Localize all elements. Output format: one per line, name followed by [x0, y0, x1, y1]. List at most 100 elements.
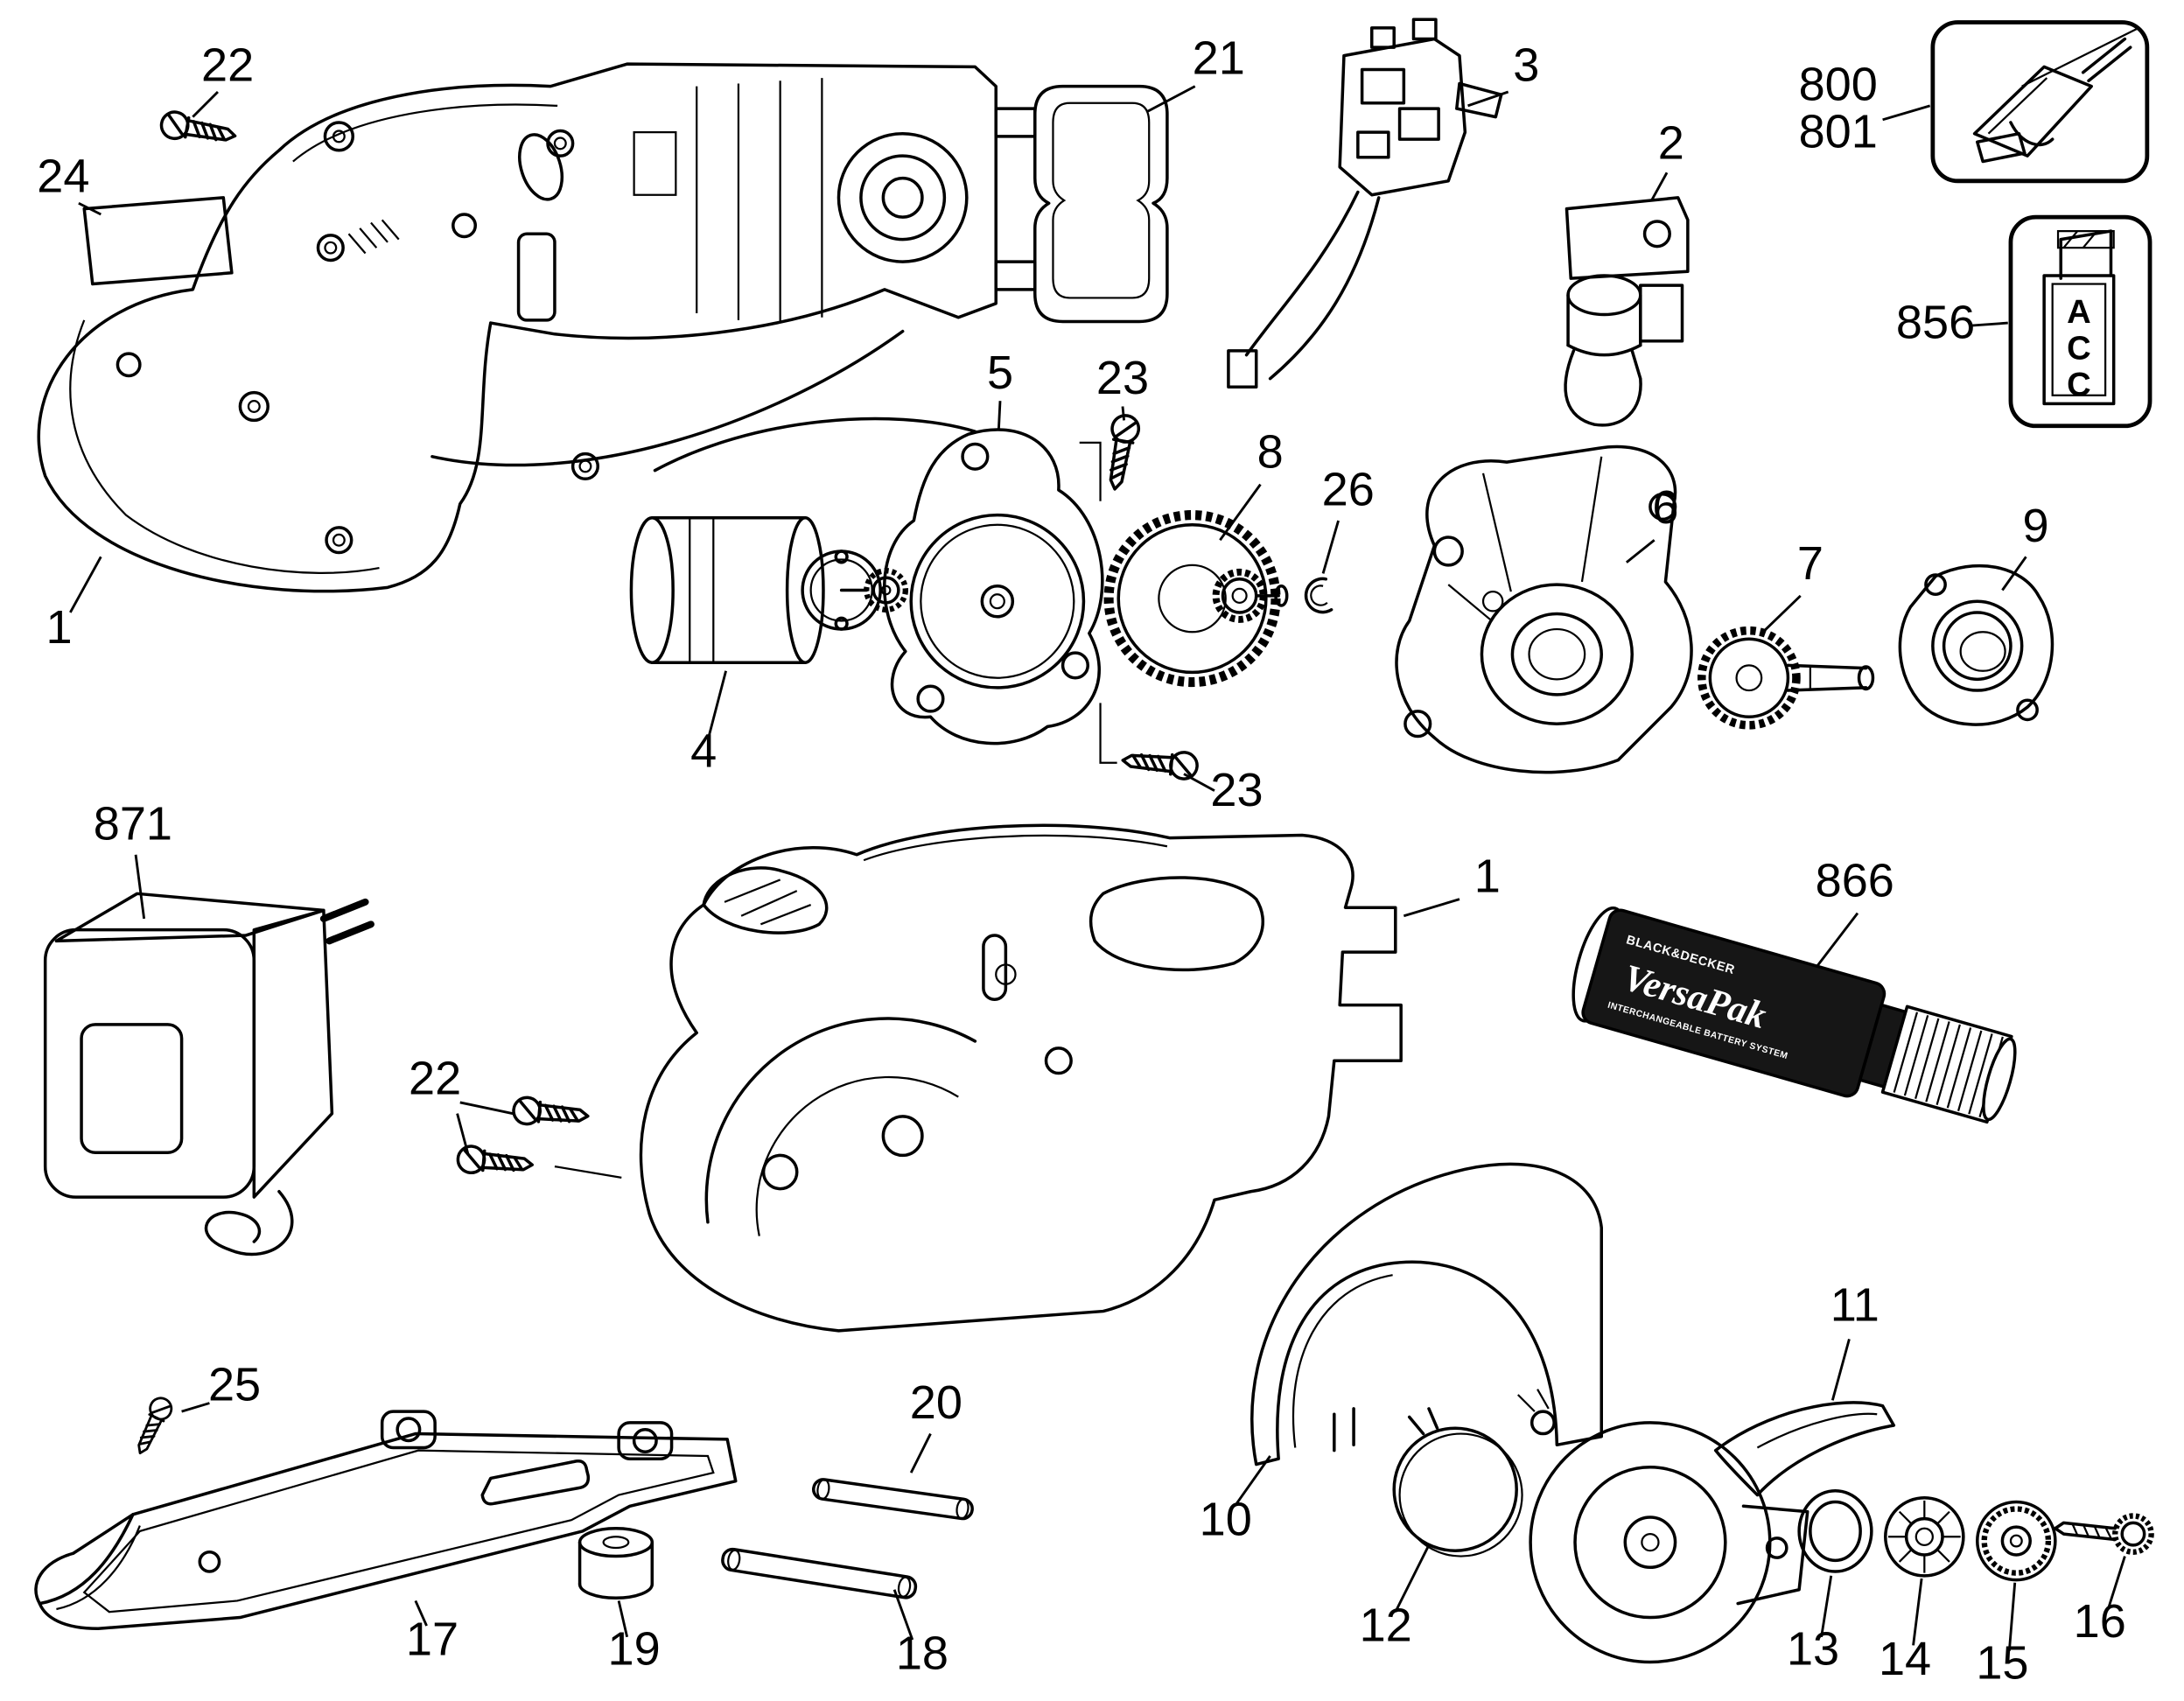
callout-screw-plate-bottom: 23 — [1183, 764, 1264, 816]
callout-washer-inner: 14 — [1879, 1578, 1931, 1685]
charger-drawing — [43, 892, 374, 1256]
callout-label: 2 — [1658, 116, 1684, 169]
callout-label: 3 — [1513, 38, 1539, 91]
callout-switch: 3 — [1467, 38, 1539, 108]
callout-label: 24 — [37, 150, 89, 203]
callout-label: 7 — [1797, 537, 1824, 590]
callout-label: 15 — [1976, 1637, 2028, 1690]
callout-bracket: 2 — [1650, 116, 1684, 201]
right-housing-drawing — [639, 823, 1403, 1333]
callout-label: 10 — [1200, 1494, 1252, 1546]
screw-icon — [510, 1095, 591, 1131]
callout-label: 14 — [1879, 1633, 1931, 1685]
callout-label: 26 — [1322, 463, 1375, 515]
callout-washer-outer: 15 — [1976, 1582, 2028, 1690]
callout-acc-insert: 856 — [1896, 297, 2008, 349]
acc-letter-2: C — [2067, 329, 2091, 367]
screw-icon — [158, 108, 239, 150]
gear-case-drawing — [1395, 444, 1693, 774]
pinion-gear-drawing — [1698, 626, 1875, 730]
acc-letter-1: A — [2067, 293, 2091, 331]
callout-label: 25 — [208, 1358, 261, 1410]
callout-screw-plate-top: 23 — [1096, 352, 1149, 421]
callout-label: 17 — [406, 1614, 458, 1666]
callout-label: 4 — [690, 725, 717, 778]
housing-screws-drawing — [455, 1095, 622, 1180]
callout-label: 23 — [1210, 764, 1263, 816]
callout-pin-upper: 20 — [910, 1376, 962, 1474]
acc-letter-3: C — [2067, 366, 2091, 403]
blade-screw-drawing — [2054, 1513, 2154, 1555]
callout-label: 800 — [1799, 59, 1878, 111]
upper-pin-drawing — [812, 1478, 974, 1521]
callout-accessory: 800 801 — [1799, 59, 1931, 158]
callout-label: 1 — [46, 601, 73, 654]
callout-clamp: 9 — [2001, 500, 2049, 592]
callout-label: 6 — [1652, 481, 1678, 534]
callout-screws-housing: 22 — [409, 1052, 514, 1156]
screw-icon — [129, 1393, 177, 1460]
motor-drawing — [629, 516, 909, 664]
left-housing-drawing — [37, 62, 998, 593]
callout-guard-lever: 11 — [1830, 1279, 1880, 1401]
base-plate-drawing — [34, 1410, 738, 1631]
callout-end-cap: 21 — [1146, 32, 1245, 113]
plate-drawing — [653, 416, 1117, 764]
callout-guard-cover: 10 — [1200, 1455, 1271, 1546]
screw-icon — [455, 1144, 536, 1180]
callout-sticker: 24 — [37, 150, 102, 216]
callout-blade-screw: 16 — [2074, 1556, 2126, 1648]
accessory-box-drawing — [1930, 20, 2150, 184]
callout-battery: 866 — [1816, 854, 1894, 967]
callout-housing-right: 1 — [1403, 850, 1501, 918]
clamp-nut-drawing — [1898, 564, 2054, 726]
ring-drawing — [1797, 1489, 1873, 1573]
callout-label: 18 — [896, 1627, 948, 1679]
callout-gear-large: 8 — [1219, 426, 1284, 542]
bracket-drawing — [1564, 196, 1690, 427]
callout-label: 8 — [1257, 426, 1284, 479]
callout-ring-spring: 12 — [1360, 1544, 1431, 1652]
callout-label: 16 — [2074, 1595, 2126, 1648]
callout-label: 856 — [1896, 297, 1975, 349]
callout-label: 23 — [1096, 352, 1149, 404]
callout-label: 11 — [1830, 1279, 1880, 1332]
callout-ring: 13 — [1787, 1575, 1839, 1676]
battery-drawing: BLACK&DECKER VersaPak INTERCHANGEABLE BA… — [1572, 906, 2017, 1124]
callout-gear-case: 6 — [1625, 481, 1678, 564]
callout-label: 19 — [608, 1623, 661, 1676]
callout-pin-lower: 18 — [892, 1589, 948, 1679]
large-gear-drawing — [1103, 510, 1289, 688]
retaining-clip-drawing — [1304, 577, 1334, 614]
callout-label: 22 — [201, 38, 254, 91]
guard-cover-drawing — [1250, 1162, 1603, 1466]
inner-washer-drawing — [1884, 1495, 1965, 1578]
lower-pin-drawing — [721, 1547, 918, 1600]
callout-base-plate: 17 — [406, 1600, 458, 1666]
sticker-drawing — [82, 196, 234, 286]
switch-drawing — [1227, 18, 1503, 389]
callout-label: 801 — [1799, 106, 1878, 158]
callout-screw-base: 25 — [181, 1358, 261, 1413]
callout-label: 20 — [910, 1376, 962, 1429]
callout-label: 9 — [2023, 500, 2049, 552]
callout-label: 5 — [987, 346, 1013, 399]
callout-label: 12 — [1360, 1600, 1412, 1652]
callout-label: 22 — [409, 1052, 461, 1104]
spring-ring-drawing — [1392, 1407, 1523, 1558]
callout-label: 21 — [1193, 32, 1245, 84]
callout-clip: 26 — [1322, 463, 1375, 574]
callout-charger: 871 — [94, 797, 172, 920]
callout-housing-left: 1 — [46, 556, 102, 654]
screw-icon — [1100, 411, 1143, 494]
end-cap-drawing — [994, 84, 1169, 324]
callout-screw-top-left: 22 — [192, 38, 254, 118]
outer-washer-drawing — [1976, 1500, 2057, 1582]
callout-plate: 5 — [987, 346, 1013, 430]
guard-lever-drawing — [1517, 1389, 1896, 1664]
callout-pinion: 7 — [1759, 537, 1824, 636]
callout-label: 13 — [1787, 1623, 1839, 1676]
roller-drawing — [578, 1526, 654, 1600]
